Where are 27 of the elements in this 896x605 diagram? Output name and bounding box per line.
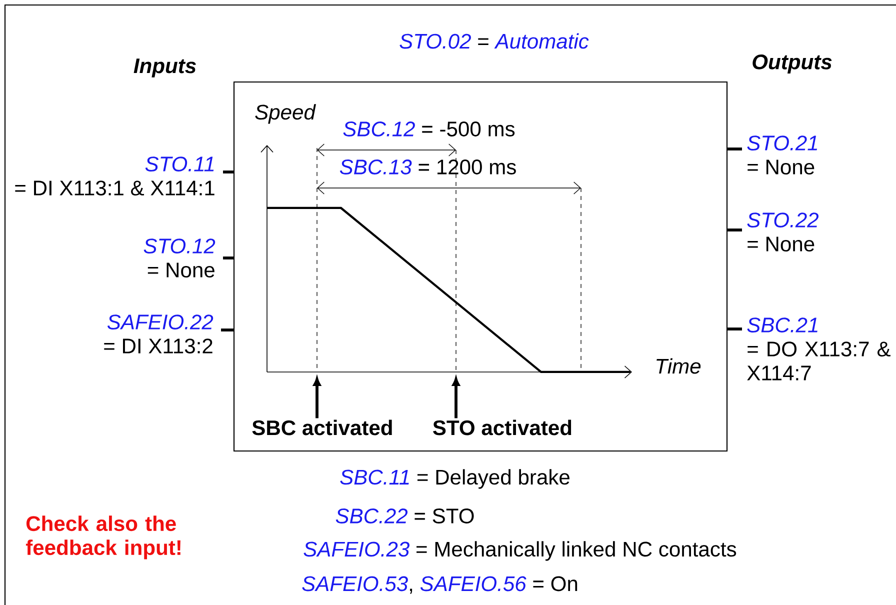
connector-tick <box>223 256 234 260</box>
event-label: STO activated <box>433 420 572 436</box>
dimension-label: SBC.12 = -500 ms <box>343 122 515 136</box>
heading: Inputs <box>134 58 196 78</box>
signal-label: STO.12 = None <box>144 238 216 278</box>
setting-label: SAFEIO.53, SAFEIO.56 = On <box>302 576 578 594</box>
connector-tick <box>728 228 742 232</box>
setting-label: SBC.22 = STO <box>336 508 474 524</box>
warning-note: Check also the feedback input! <box>26 516 180 560</box>
axis-label: Time <box>656 358 701 374</box>
connector-tick <box>221 328 234 332</box>
axis-label: Speed <box>255 104 316 124</box>
connector-tick <box>728 328 742 330</box>
chart-frame <box>233 81 728 452</box>
setting-label: SAFEIO.23 = Mechanically linked NC contacts <box>304 541 736 561</box>
signal-label: SAFEIO.22 = DI X113:2 <box>104 314 214 354</box>
signal-label: SBC.21 = DO X113:7 & X114:7 <box>747 318 890 380</box>
connector-tick <box>223 170 234 174</box>
setting-label: SBC.11 = Delayed brake <box>340 469 570 489</box>
setting-label: STO.02 = Automatic <box>400 33 589 49</box>
signal-label: STO.21 = None <box>747 136 818 174</box>
heading: Outputs <box>752 54 832 74</box>
event-label: SBC activated <box>252 420 392 436</box>
dimension-label: SBC.13 = 1200 ms <box>340 160 516 174</box>
signal-label: STO.11 = DI X113:1 & X114:1 <box>15 156 214 196</box>
signal-label: STO.22 = None <box>747 212 818 252</box>
connector-tick <box>728 148 742 150</box>
